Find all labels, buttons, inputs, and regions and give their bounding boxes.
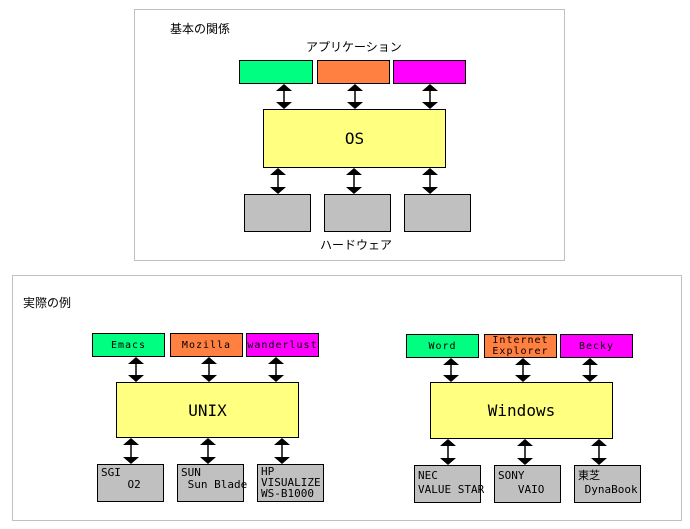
double-arrow-icon xyxy=(347,84,363,109)
hardware-box-1 xyxy=(244,194,311,232)
examples-panel xyxy=(12,275,682,521)
double-arrow-icon xyxy=(128,357,144,382)
hardware-toshiba: 東芝 DynaBook xyxy=(574,465,641,503)
app-wanderlust: wanderlust xyxy=(246,333,319,357)
hardware-sgi: SGI O2 xyxy=(97,464,164,502)
double-arrow-icon xyxy=(274,438,290,464)
os-box: OS xyxy=(263,109,446,168)
double-arrow-icon xyxy=(270,168,286,194)
hardware-box-3 xyxy=(404,194,471,232)
hardware-sun: SUN Sun Blade xyxy=(177,464,247,502)
basic-title: 基本の関係 xyxy=(170,22,231,36)
os-unix: UNIX xyxy=(116,382,299,438)
app-internet-explorer: Internet Explorer xyxy=(484,334,557,358)
double-arrow-icon xyxy=(422,84,438,109)
double-arrow-icon xyxy=(515,358,531,382)
hardware-box-2 xyxy=(324,194,391,232)
applications-label: アプリケーション xyxy=(306,40,402,54)
hardware-label: ハードウェア xyxy=(320,238,393,252)
examples-title: 実際の例 xyxy=(23,296,72,310)
double-arrow-icon xyxy=(201,357,217,382)
app-mozilla: Mozilla xyxy=(170,333,243,357)
app-emacs: Emacs xyxy=(92,333,165,357)
double-arrow-icon xyxy=(422,168,438,194)
hardware-sony: SONY VAIO xyxy=(494,465,561,503)
double-arrow-icon xyxy=(268,357,284,382)
app-word: Word xyxy=(406,334,479,358)
app-becky: Becky xyxy=(560,334,633,358)
app-box-3 xyxy=(393,60,466,84)
basic-relationship-panel xyxy=(134,9,565,261)
double-arrow-icon xyxy=(582,358,598,382)
double-arrow-icon xyxy=(200,438,216,464)
double-arrow-icon xyxy=(346,168,362,194)
os-windows: Windows xyxy=(430,382,613,439)
double-arrow-icon xyxy=(591,439,607,465)
hardware-nec: NEC VALUE STAR xyxy=(414,465,484,503)
app-box-1 xyxy=(239,60,313,84)
hardware-hp: HP VISUALIZE WS-B1000 xyxy=(257,464,324,502)
double-arrow-icon xyxy=(123,438,139,464)
double-arrow-icon xyxy=(276,84,292,109)
double-arrow-icon xyxy=(440,439,456,465)
double-arrow-icon xyxy=(517,439,533,465)
double-arrow-icon xyxy=(443,358,459,382)
app-box-2 xyxy=(317,60,390,84)
